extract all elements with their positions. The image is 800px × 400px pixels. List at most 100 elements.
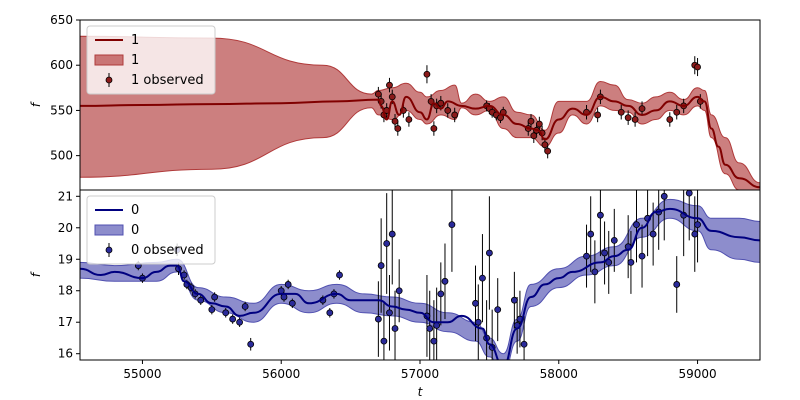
bottom-observed-point [691,230,699,238]
bottom-legend-point-swatch [105,246,113,254]
bottom-observed-point [197,296,205,304]
bottom-observed-point [673,281,681,288]
top-legend-label: 1 [131,53,139,68]
bottom-ytick-label: 19 [58,252,73,266]
bottom-xtick-label: 58000 [540,367,578,381]
bottom-xtick-label: 56000 [262,367,300,381]
bottom-observed-point [386,309,393,317]
bottom-observed-point [377,262,385,269]
bottom-ytick-label: 21 [58,189,73,203]
top-ytick-label: 600 [50,58,73,72]
bottom-ytick-label: 18 [58,284,73,298]
bottom-observed-point [587,230,595,238]
bottom-observed-point [610,236,618,244]
top-observed-point [388,93,396,101]
bottom-observed-point [426,325,434,332]
bottom-observed-point [395,287,403,295]
top-observed-point [617,108,625,116]
bottom-observed-point [247,340,255,348]
bottom-observed-point [633,221,640,229]
bottom-observed-point [222,309,230,317]
bottom-observed-point [601,249,608,257]
bottom-band [80,198,760,360]
top-legend-box [86,25,216,95]
bottom-observed-point [448,221,456,229]
top-observed-point [544,147,552,155]
bottom-observed-point [374,315,382,323]
top-observed-point [673,108,681,116]
bottom-observed-point [472,299,479,307]
bottom-observed-point [208,306,216,314]
bottom-legend-band-swatch [94,224,124,236]
bottom-xtick-label: 57000 [401,367,439,381]
bottom-observed-point [284,281,292,288]
bottom-observed-point [277,287,285,295]
bottom-observed-point [494,306,502,314]
bottom-xtick-label: 59000 [678,367,716,381]
top-legend-point-swatch [105,76,113,84]
bottom-observed-point [660,192,668,200]
bottom-legend-label: 0 [131,223,139,238]
bottom-series-line [80,207,760,360]
bottom-legend-label: 0 observed [131,243,204,258]
top-observed-point [624,114,632,122]
bottom-ytick-label: 17 [58,315,73,329]
top-observed-point [394,125,402,132]
bottom-observed-point [510,296,518,304]
bottom-observed-point [280,293,288,301]
top-ytick-label: 650 [50,13,73,27]
bottom-observed-point [685,190,693,197]
bottom-observed-point [649,230,657,238]
bottom-observed-point [383,240,391,247]
top-series-line [80,95,760,189]
bottom-observed-point [326,309,334,317]
bottom-observed-point [430,337,438,345]
bottom-observed-point [241,303,249,310]
top-observed-point [535,120,543,128]
bottom-xlabel: t [418,385,424,399]
top-observed-point [423,70,431,78]
top-legend-label: 1 [131,33,139,48]
top-observed-point [405,116,413,123]
top-observed-point [530,132,538,140]
top-observed-point [451,111,459,119]
top-plot-area [80,35,760,190]
bottom-observed-point [437,290,445,298]
top-observed-point [437,99,445,107]
top-observed-point [638,105,646,113]
bottom-observed-point [380,337,388,345]
top-legend: 1 1 1 observed [86,25,216,95]
bottom-observed-point [433,321,441,329]
bottom-observed-point [336,271,343,279]
top-ytick-label: 500 [50,149,73,163]
bottom-observed-point [441,277,449,285]
top-observed-point [541,141,549,149]
bottom-observed-point [236,318,243,326]
bottom-observed-point [229,315,237,323]
top-legend-label: 1 observed [131,73,204,88]
bottom-observed-point [288,299,296,307]
bottom-observed-point [583,252,590,260]
top-legend-band-swatch [94,54,124,66]
bottom-observed-point [638,252,646,260]
bottom-observed-point [627,259,635,266]
top-observed-point [527,117,535,125]
top-observed-point [391,117,399,125]
top-observed-point [444,107,452,114]
bottom-ytick-label: 20 [58,221,73,235]
bottom-legend: 000 observed [86,195,216,265]
bottom-observed-point [391,325,399,332]
bottom-ylabel: f [29,271,43,277]
bottom-xtick-label: 55000 [123,367,161,381]
bottom-observed-point [694,221,701,229]
top-observed-point [386,81,393,89]
top-observed-point [430,125,438,132]
top-ytick-label: 550 [50,103,73,117]
bottom-observed-point [479,274,486,282]
top-observed-point [594,111,602,119]
top-observed-point [694,63,701,71]
bottom-observed-point [591,268,599,276]
bottom-plot-area [80,190,760,360]
bottom-observed-point [388,230,396,238]
